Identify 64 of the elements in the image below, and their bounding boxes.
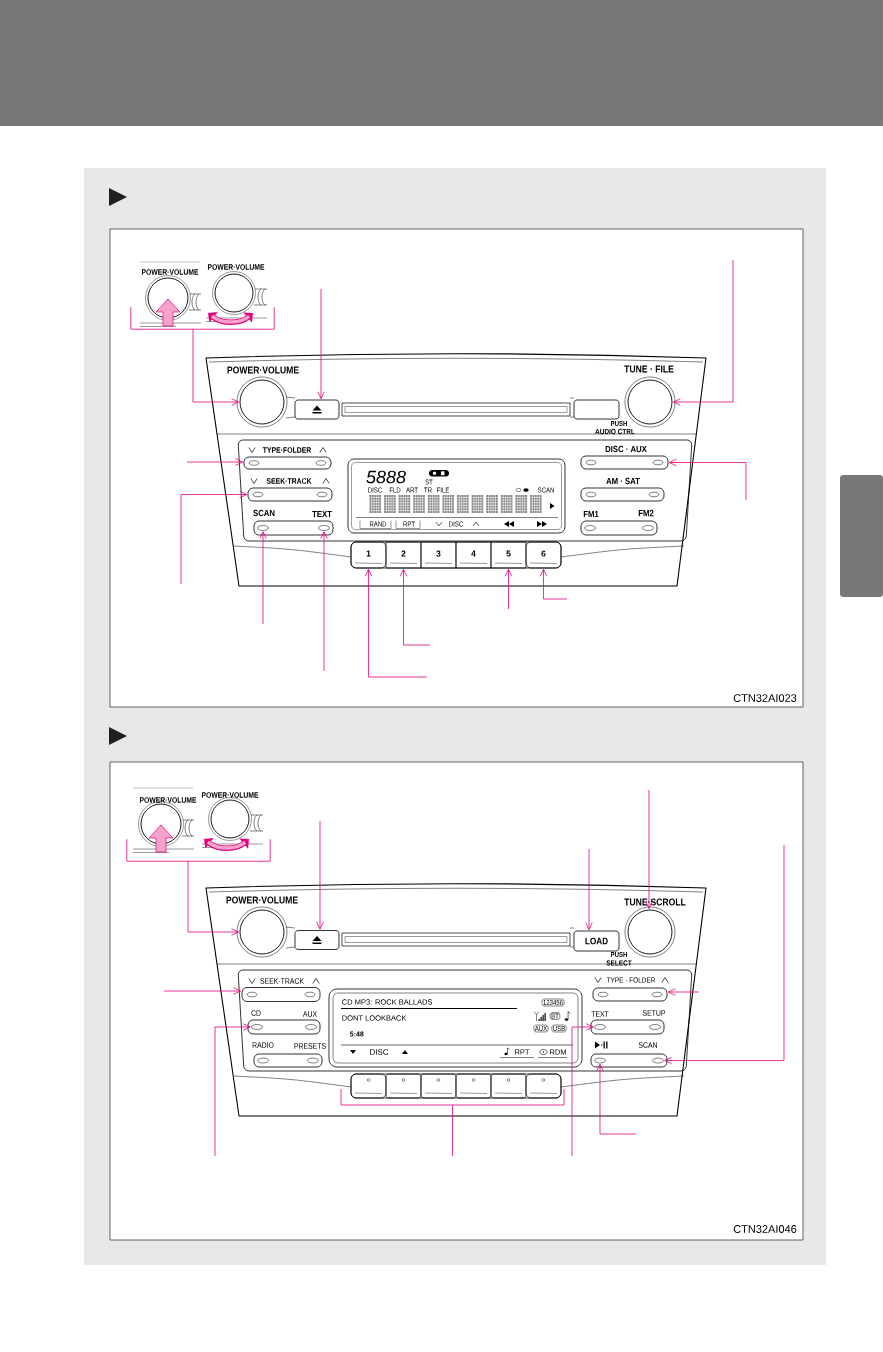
button-bar — [253, 1053, 323, 1068]
button-label: RADIO — [252, 1042, 274, 1048]
leader-line — [596, 1063, 637, 1135]
leader-line — [539, 568, 568, 600]
button-label: AUX — [302, 1011, 317, 1017]
button: 5 — [490, 541, 527, 569]
button: 1 — [350, 541, 387, 569]
leader-line — [364, 568, 428, 678]
leader-line — [645, 789, 653, 909]
button-label: SCAN — [253, 509, 275, 517]
button-label: TEXT — [591, 1011, 609, 1017]
leader-line — [214, 1023, 251, 1157]
leader-line — [320, 531, 328, 672]
button-bar — [590, 1019, 665, 1035]
leader-line — [668, 458, 747, 501]
leader-line — [664, 844, 785, 1065]
button — [594, 1057, 606, 1064]
display-digits: 5888 — [366, 470, 406, 484]
button — [573, 399, 620, 420]
button-label: SEEK·TRACK — [260, 978, 304, 984]
button-label: AM · SAT — [606, 477, 640, 485]
leader-line — [452, 1104, 453, 1157]
button-bar — [253, 520, 334, 536]
leader-line — [585, 848, 593, 931]
leader-line — [667, 988, 700, 996]
figure-code: CTN32AI046 — [733, 1225, 797, 1233]
leader-line — [571, 1023, 594, 1157]
knob-label: POWER·VOLUME — [226, 896, 298, 904]
button-label: FM2 — [638, 509, 654, 517]
button-label: TYPE·FOLDER — [262, 447, 312, 453]
leader-line — [163, 987, 242, 995]
button-label: PRESETS — [294, 1043, 326, 1049]
knob-label: TUNE·SCROLL — [624, 898, 686, 906]
knob-label: TUNE · FILE — [624, 365, 674, 373]
leader-line — [673, 259, 734, 406]
figure-code: CTN32AI023 — [733, 694, 797, 702]
leader-line — [259, 531, 267, 625]
button-label: SETUP — [642, 1010, 666, 1016]
leader-line — [317, 288, 325, 400]
leader-line — [180, 490, 248, 585]
button-label: DISC · AUX — [605, 445, 647, 453]
chapter-tab — [840, 475, 883, 597]
button-label: TEXT — [312, 510, 332, 518]
button-label: SCAN — [638, 1042, 657, 1048]
button: 3 — [420, 541, 457, 569]
leader-line — [186, 458, 244, 466]
button-bar — [247, 1019, 321, 1035]
leader-line — [126, 838, 271, 936]
display-text: DISC — [370, 1049, 389, 1055]
button: LOAD — [573, 930, 620, 952]
button-label: SEEK·TRACK — [266, 478, 312, 484]
button: 4 — [455, 541, 492, 569]
knob-label: POWER·VOLUME — [227, 366, 299, 374]
leader-line — [316, 820, 324, 930]
button-bar — [580, 520, 658, 536]
bracket — [340, 1088, 565, 1106]
button: 6 — [525, 541, 562, 569]
leader-line — [130, 306, 275, 406]
button-label: FM1 — [583, 510, 599, 518]
button-bar — [590, 1053, 668, 1068]
leader-line — [504, 568, 513, 610]
leader-line — [399, 568, 431, 646]
button-label: CD — [251, 1010, 261, 1016]
button: 2 — [385, 541, 422, 569]
